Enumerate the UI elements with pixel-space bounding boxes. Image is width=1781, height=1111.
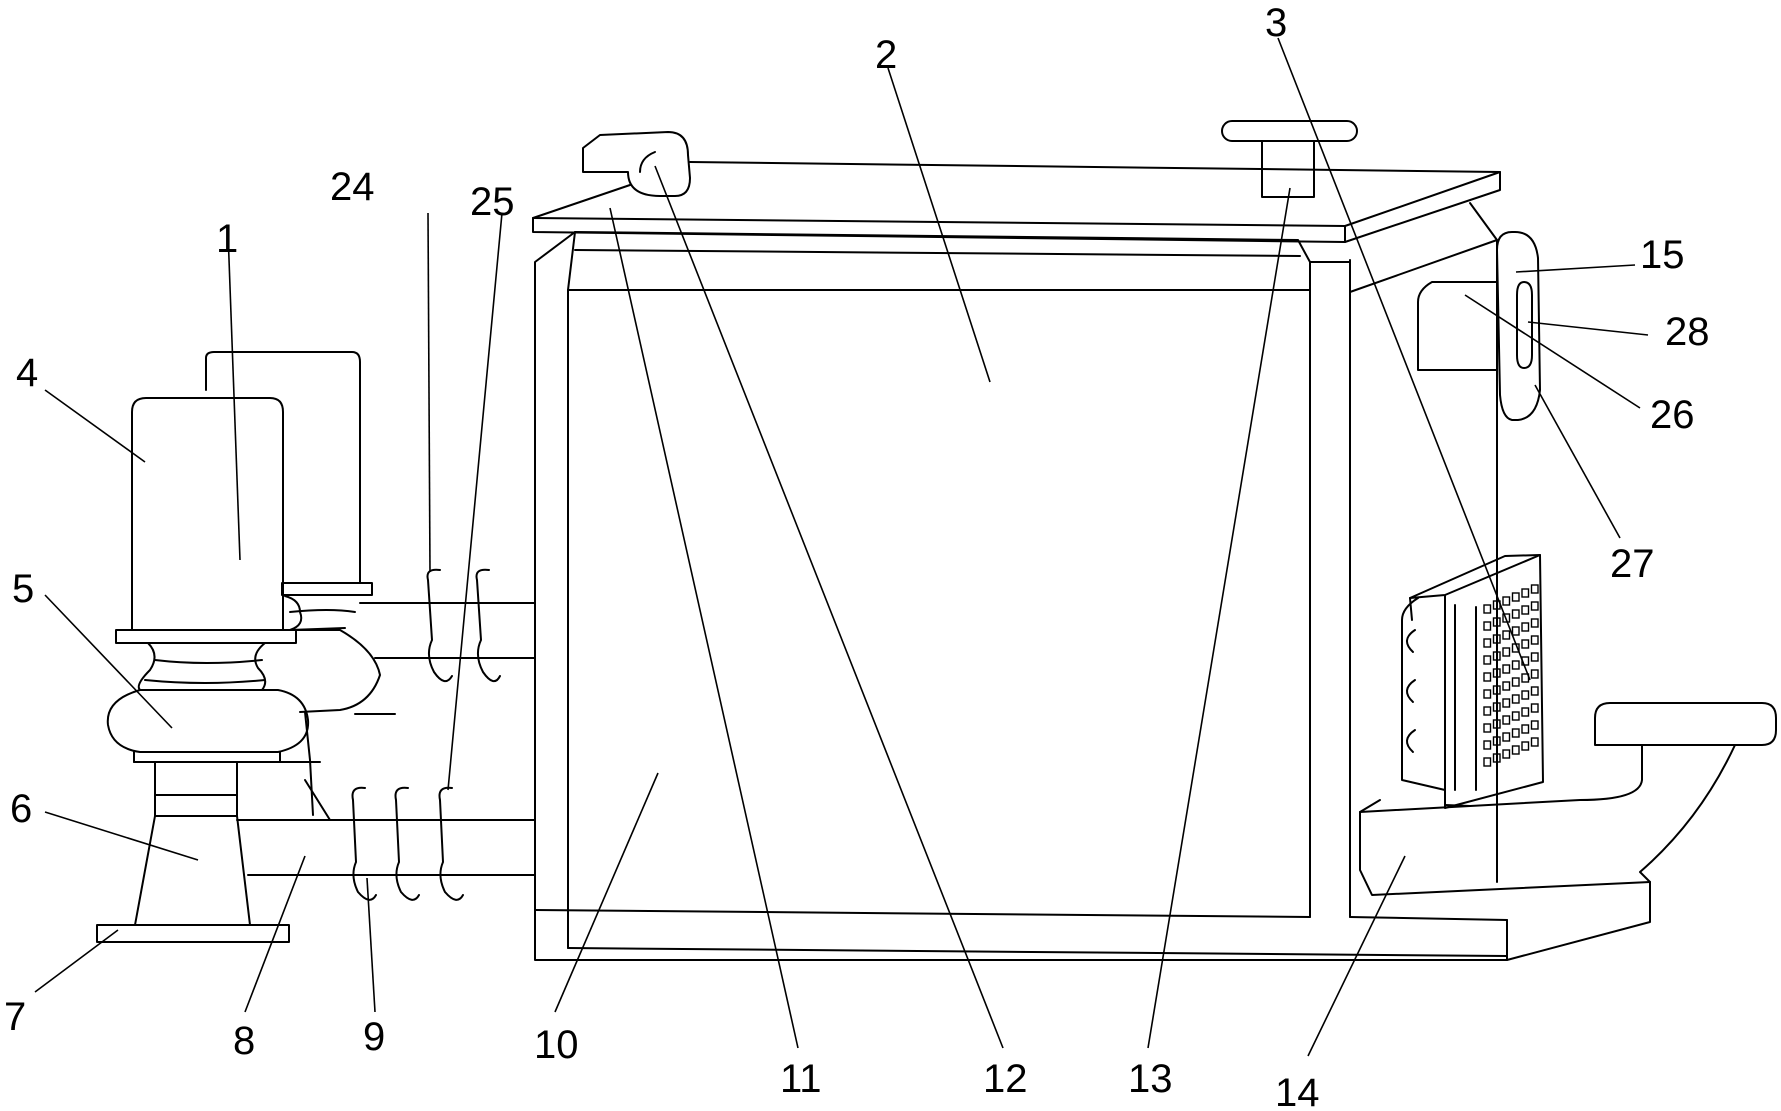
- label-2: 2: [875, 33, 897, 77]
- filter-hole: [1530, 601, 1539, 611]
- filter-hole: [1521, 605, 1530, 615]
- upper-pipe: [359, 602, 536, 659]
- filter-hole: [1521, 588, 1530, 598]
- part-labels: 1 2 3 4 5 6 7 8 9 10 11 12 13 14 15 24 2…: [4, 1, 1710, 1111]
- filter-hole: [1502, 630, 1511, 640]
- filter-hole: [1502, 681, 1511, 691]
- filter-panel: [1401, 554, 1544, 809]
- filter-hole: [1502, 664, 1511, 674]
- side-ring: [1496, 231, 1541, 421]
- lid-inlet-elbow: [582, 131, 691, 197]
- label-27: 27: [1610, 542, 1655, 586]
- label-9: 9: [363, 1015, 385, 1059]
- tank-body: [534, 231, 1651, 961]
- filter-grid: [1483, 584, 1539, 767]
- filter-hole: [1511, 694, 1520, 704]
- filter-hole: [1492, 634, 1501, 644]
- label-28: 28: [1665, 310, 1710, 354]
- filter-hole: [1483, 604, 1492, 614]
- filter-hole: [1530, 584, 1539, 594]
- filter-hole: [1511, 660, 1520, 670]
- filter-hole: [1530, 669, 1539, 679]
- filter-hole: [1530, 686, 1539, 696]
- filter-hole: [1511, 711, 1520, 721]
- filter-hole: [1492, 736, 1501, 746]
- filter-hole: [1492, 719, 1501, 729]
- lower-clamps: [351, 786, 464, 901]
- filter-hole: [1492, 617, 1501, 627]
- filter-hole: [1521, 622, 1530, 632]
- filter-hole: [1492, 702, 1501, 712]
- filter-hole: [1530, 618, 1539, 628]
- label-10: 10: [534, 1023, 579, 1067]
- filter-hole: [1511, 626, 1520, 636]
- tank-lid: [532, 161, 1501, 243]
- filter-hole: [1521, 707, 1530, 717]
- filter-hole: [1483, 621, 1492, 631]
- front-pump: [96, 397, 310, 943]
- outlet-spout: [1359, 702, 1777, 896]
- filter-hole: [1530, 635, 1539, 645]
- filter-hole: [1530, 703, 1539, 713]
- label-1: 1: [216, 217, 238, 261]
- filter-hole: [1530, 720, 1539, 730]
- filter-hole: [1492, 668, 1501, 678]
- filter-hole: [1492, 753, 1501, 763]
- filter-hole: [1521, 724, 1530, 734]
- filter-hole: [1502, 715, 1511, 725]
- label-3: 3: [1265, 1, 1287, 45]
- filter-hole: [1483, 638, 1492, 648]
- filter-hole: [1521, 741, 1530, 751]
- label-12: 12: [983, 1057, 1028, 1101]
- filter-hole: [1483, 655, 1492, 665]
- label-11: 11: [780, 1057, 822, 1101]
- filter-hole: [1483, 706, 1492, 716]
- filter-hole: [1502, 698, 1511, 708]
- filter-hole: [1492, 651, 1501, 661]
- filter-hole: [1521, 639, 1530, 649]
- filter-hole: [1483, 689, 1492, 699]
- filter-hole: [1521, 690, 1530, 700]
- label-24: 24: [330, 165, 375, 209]
- filter-hole: [1530, 737, 1539, 747]
- filter-hole: [1502, 613, 1511, 623]
- label-15: 15: [1640, 233, 1685, 277]
- label-14: 14: [1275, 1071, 1320, 1111]
- label-4: 4: [16, 351, 38, 395]
- filter-hole: [1502, 732, 1511, 742]
- label-25: 25: [470, 180, 515, 224]
- filter-hole: [1502, 596, 1511, 606]
- filter-hole: [1492, 685, 1501, 695]
- label-7: 7: [4, 995, 26, 1039]
- label-5: 5: [12, 567, 34, 611]
- leader-lines: [34, 37, 1649, 1057]
- filter-hole: [1511, 609, 1520, 619]
- filter-hole: [1511, 728, 1520, 738]
- filter-hole: [1511, 592, 1520, 602]
- label-13: 13: [1128, 1057, 1173, 1101]
- label-6: 6: [10, 787, 32, 831]
- filter-hole: [1483, 723, 1492, 733]
- filter-hole: [1483, 740, 1492, 750]
- lower-pipe: [236, 779, 536, 876]
- filter-hole: [1483, 757, 1492, 767]
- filter-hole: [1511, 745, 1520, 755]
- label-8: 8: [233, 1019, 255, 1063]
- label-26: 26: [1650, 393, 1695, 437]
- filter-hole: [1483, 672, 1492, 682]
- side-box: [1417, 281, 1498, 371]
- filter-hole: [1502, 647, 1511, 657]
- filter-hole: [1530, 652, 1539, 662]
- filter-hole: [1502, 749, 1511, 759]
- filter-hole: [1511, 677, 1520, 687]
